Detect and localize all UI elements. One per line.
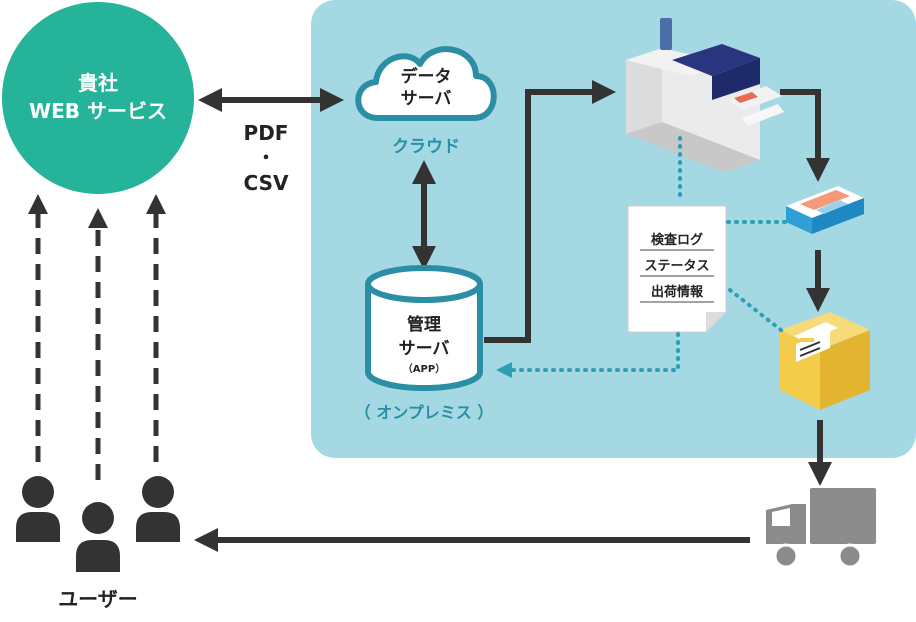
truck-icon (766, 488, 876, 569)
db-printer-arrow (484, 80, 616, 343)
person-icon (76, 502, 120, 572)
paper-stack-icon (786, 186, 864, 234)
mgmt-server-sub: （APP） (403, 362, 445, 375)
web-service-line1: 貴社 (78, 71, 118, 95)
cloud-caption: クラウド (392, 137, 460, 157)
data-server-line1: データ (401, 66, 452, 87)
doc-item-status: ステータス (644, 259, 709, 274)
printer-icon (626, 18, 784, 172)
data-server-line2: サーバ (401, 89, 452, 109)
format-separator: ・ (257, 148, 275, 169)
cardboard-box-icon (780, 312, 870, 410)
users-label: ユーザー (58, 587, 138, 611)
format-csv: CSV (244, 171, 289, 195)
doc-item-shipping-info: 出荷情報 (651, 284, 704, 300)
dotted-flows (496, 136, 788, 378)
doc-item-inspection-log: 検査ログ (651, 232, 703, 248)
document-icon: 検査ログ ステータス 出荷情報 (627, 205, 727, 333)
person-icon (136, 476, 180, 542)
person-icon (16, 476, 60, 542)
web-service-node: 貴社 WEB サービス (2, 2, 194, 194)
mgmt-server-line2: サーバ (399, 339, 450, 359)
format-pdf: PDF (244, 121, 289, 145)
user-access-arrows (28, 194, 166, 480)
transfer-format-label: PDF ・ CSV (244, 121, 289, 195)
onprem-caption: （ オンプレミス ） (355, 403, 494, 422)
printer-paper-arrow (780, 89, 830, 182)
web-service-line2: WEB サービス (29, 99, 167, 123)
mgmt-server-line1: 管理 (407, 314, 441, 335)
cloud-icon: データ サーバ (355, 46, 497, 121)
database-icon: 管理 サーバ （APP） (365, 265, 483, 391)
